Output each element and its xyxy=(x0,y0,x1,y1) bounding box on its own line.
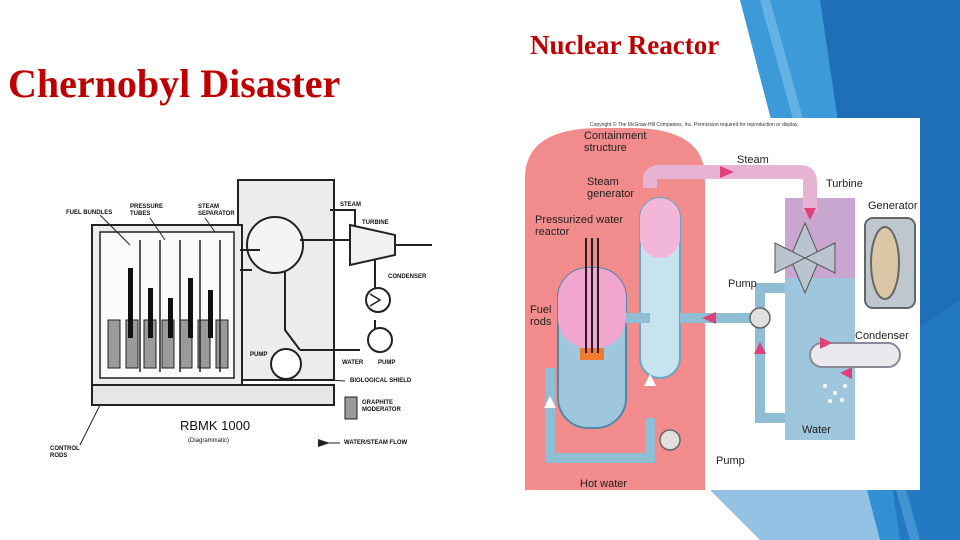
pwr-label-pwr: Pressurized water reactor xyxy=(535,214,624,238)
pwr-label-pump-top: Pump xyxy=(728,278,757,290)
rbmk-label-diagrammatic: (Diagrammatic) xyxy=(188,438,230,444)
pwr-label-turbine: Turbine xyxy=(826,178,863,190)
pwr-label-generator: Generator xyxy=(868,200,918,212)
rbmk-label-turbine: TURBINE xyxy=(362,220,389,226)
rbmk-label-water-steam-flow: WATER/STEAM FLOW xyxy=(344,440,408,446)
slide-title: Chernobyl Disaster xyxy=(8,61,341,106)
rbmk-label-pressure-tubes: PRESSURE TUBES xyxy=(130,204,164,217)
pwr-label-water: Water xyxy=(802,424,831,436)
rbmk-label-steam-separator: STEAM SEPARATOR xyxy=(198,204,235,217)
rbmk-label-water: WATER xyxy=(342,360,364,366)
rbmk-label-pump: PUMP xyxy=(250,352,268,358)
pwr-label-condenser: Condenser xyxy=(855,330,909,342)
rbmk-label-condenser: CONDENSER xyxy=(388,274,427,280)
pwr-label-fuel-rods: Fuel rods xyxy=(530,304,552,328)
pwr-label-containment: Containment structure xyxy=(584,130,647,154)
rbmk-label-graphite-moderator: GRAPHITE MODERATOR xyxy=(362,400,401,413)
rbmk-label-biological-shield: BIOLOGICAL SHIELD xyxy=(350,378,412,384)
pwr-panel: Copyright © The McGraw-Hill Companies, I… xyxy=(520,118,920,490)
pwr-label-pump-bottom: Pump xyxy=(716,455,745,467)
rbmk-label-pump-2: PUMP xyxy=(378,360,396,366)
pwr-label-steam: Steam xyxy=(737,154,769,166)
pwr-label-hot-water: Hot water xyxy=(580,478,628,490)
rbmk-label-control-rods: CONTROL RODS xyxy=(50,446,80,459)
slide-subtitle: Nuclear Reactor xyxy=(530,30,720,60)
rbmk-label-fuel-bundles: FUEL BUNDLES xyxy=(66,210,113,216)
rbmk-label-steam: STEAM xyxy=(340,202,361,208)
rbmk-label-name: RBMK 1000 xyxy=(180,418,251,433)
pwr-label-steam-generator: Steam generator xyxy=(587,176,635,200)
pwr-copyright: Copyright © The McGraw-Hill Companies, I… xyxy=(590,122,799,128)
pwr-diagram xyxy=(525,128,916,490)
